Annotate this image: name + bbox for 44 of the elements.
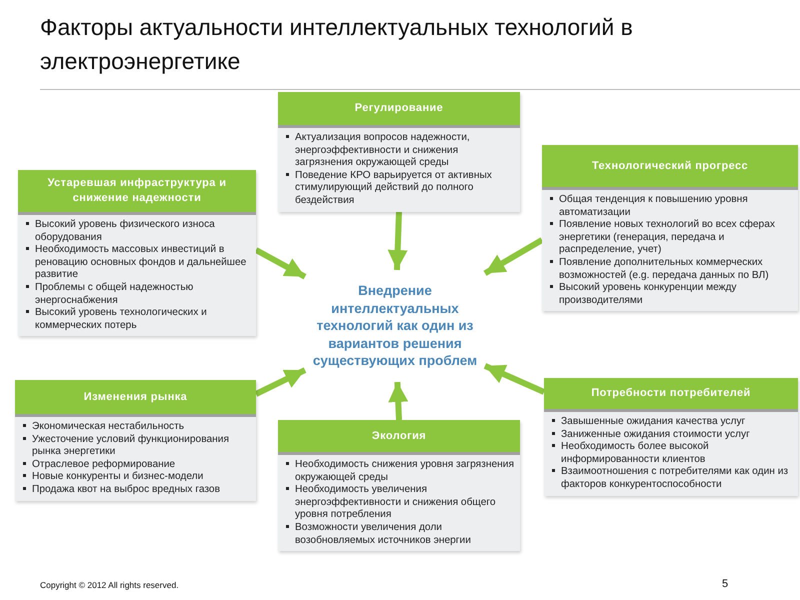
slide-title: Факторы актуальности интеллектуальных технологий в электроэнергетике bbox=[40, 13, 634, 76]
bullet-text: Экономическая нестабильность bbox=[23, 421, 250, 434]
bullet-text: Возможности увеличения доли возобновляемых источников энергии bbox=[286, 522, 514, 548]
factor-card bbox=[542, 145, 798, 312]
bullet-text: Высокий уровень технологических и коммерческих потерь bbox=[26, 307, 250, 332]
bullet-text: Актуализация вопросов надежности, энергоэффективности и снижения загрязнения окружающей среды bbox=[286, 132, 514, 170]
bullet-text: Высокий уровень физического износа оборудования bbox=[26, 219, 250, 244]
bullet-text: Заниженные ожидания стоимости услуг bbox=[552, 428, 792, 442]
bullet-text: Завышенные ожидания качества услуг bbox=[552, 416, 792, 429]
factor-card bbox=[278, 92, 520, 212]
bullet-text: Проблемы с общей надежностью энергоснабжения bbox=[26, 282, 250, 308]
factor-card bbox=[15, 380, 256, 501]
bullet-text: Необходимость снижения уровня загрязнения окружающей среды bbox=[286, 459, 514, 484]
bullet-text: Общая тенденция к повышению уровня автоматизации bbox=[550, 194, 792, 220]
arrow bbox=[484, 363, 546, 395]
bullet-text: Новые конкуренты и бизнес-модели bbox=[23, 471, 250, 484]
factor-card bbox=[18, 170, 256, 336]
bullet-text: Появление новых технологий во всех сферах энергетики (генерация, передача и распределение, учет) bbox=[550, 219, 792, 257]
factor-heading: Регулирование bbox=[278, 92, 520, 128]
factor-heading: Экология bbox=[278, 420, 520, 455]
arrow bbox=[388, 382, 408, 420]
page-number: 5 bbox=[722, 578, 728, 590]
factor-heading: Устаревшая инфраструктура и снижение надежности bbox=[18, 170, 256, 215]
bullet-text: Высокий уровень конкуренции между производителями bbox=[550, 282, 792, 308]
bullet-text: Появление дополнительных коммерческих возможностей (e.g. передача данных по ВЛ) bbox=[550, 256, 792, 282]
arrow bbox=[388, 212, 408, 270]
bullet-text: Ужесточение условий функционирования рынка энергетики bbox=[23, 434, 250, 459]
arrow bbox=[483, 237, 544, 276]
bullet-text: Поведение КРО варьируется от активных стимулирующий действий до полного бездействия bbox=[286, 170, 514, 208]
factor-card bbox=[278, 420, 520, 552]
bullet-text: Отраслевое реформирование bbox=[23, 458, 250, 472]
bullet-text: Необходимость массовых инвестиций в реновацию основных фондов и дальнейшее развитие bbox=[26, 244, 250, 282]
bullet-text: Взаимоотношения с потребителями как один из факторов конкурентоспособности bbox=[552, 466, 792, 492]
factor-heading: Изменения рынка bbox=[15, 380, 256, 417]
central-text: Внедрение интеллектуальных технологий как один из вариантов решения существующих проблем bbox=[305, 270, 485, 382]
factor-heading: Потребности потребителей bbox=[544, 378, 798, 412]
arrow bbox=[254, 367, 306, 397]
arrow bbox=[254, 247, 306, 280]
factor-heading: Технологический прогресс bbox=[542, 145, 798, 190]
copyright-note: Copyright © 2012 All rights reserved. bbox=[40, 580, 179, 590]
factor-card bbox=[544, 378, 798, 496]
bullet-text: Необходимость увеличения энергоэффективности и снижения общего уровня потребления bbox=[286, 484, 514, 522]
bullet-text: Необходимость более высокой информированности клиентов bbox=[552, 441, 792, 466]
bullet-text: Продажа квот на выброс вредных газов bbox=[23, 484, 250, 497]
